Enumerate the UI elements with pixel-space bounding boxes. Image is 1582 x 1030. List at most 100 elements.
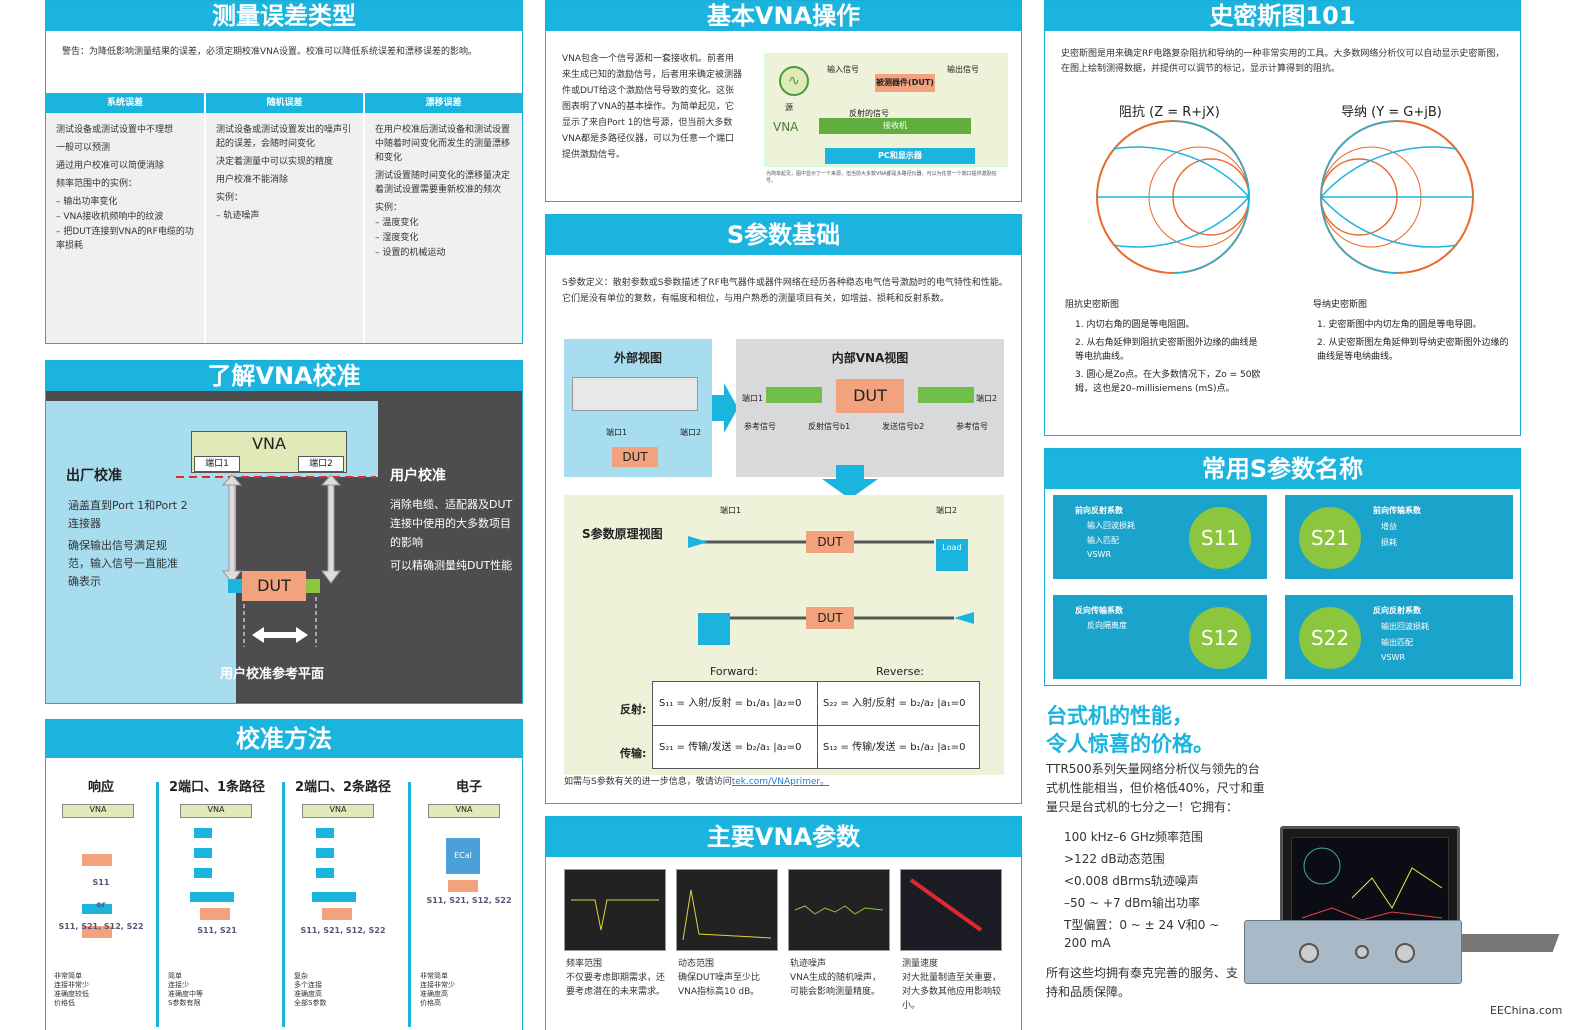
footer-text: 如需与S参数有关的进一步信息，敬请访问 xyxy=(564,777,732,787)
col-header: 随机误差 xyxy=(206,93,363,113)
smith-panel: 史密斯图101 史密斯图是用来确定RF电路复杂阻抗和导纳的一种非常实用的工具。大… xyxy=(1044,0,1521,436)
s12-box: 反向传输系数 反向隔离度 S12 xyxy=(1053,595,1267,679)
dut-block: DUT xyxy=(228,571,320,601)
diag-pc: PC和显示器 xyxy=(825,148,975,164)
list-item: 连接非常少 xyxy=(54,981,89,989)
reverse-label: Reverse: xyxy=(876,665,924,678)
cal-col-label: S11, S21 xyxy=(197,926,237,935)
cal-col-label: S11, S21, S12, S22 xyxy=(426,896,512,905)
cal-col-header: 2端口、1条路径 xyxy=(168,780,266,795)
col-header: 漂移误差 xyxy=(365,93,522,113)
int-dut: DUT xyxy=(836,379,904,413)
list-item: 准确度较低 xyxy=(54,990,89,998)
laptop-screen xyxy=(1291,837,1449,933)
s22-ball: S22 xyxy=(1299,607,1361,669)
user-title: 用户校准 xyxy=(390,468,446,484)
int-port1: 端口1 xyxy=(742,394,764,403)
list-item: 复杂 xyxy=(294,972,308,980)
dut-blue-side xyxy=(228,579,242,593)
list-item: – 温度变化 xyxy=(375,218,419,228)
formula-s21: S₂₁ = 传输/发送 = b₂/a₁ |a₂=0 xyxy=(659,742,802,753)
param-dynamic: 动态范围 确保DUT噪声至少比VNA指标高10 dB。 xyxy=(678,957,778,999)
list-item: VSWR xyxy=(1381,653,1406,662)
ad-headline-2: 令人惊喜的价格。 xyxy=(1046,732,1214,756)
load-box-left xyxy=(698,613,730,645)
basic-vna-panel: 基本VNA操作 VNA包含一个信号源和一套接收机。前者用来生成已知的激励信号，后… xyxy=(545,0,1022,202)
mini-std xyxy=(316,828,334,838)
list-item: 连接少 xyxy=(168,981,189,989)
cal-notes: 非常简单 连接非常少 准确度较低 价格低 xyxy=(54,972,89,1008)
int-left-block xyxy=(766,387,822,403)
list-item: 在用户校准后测试设备和测试设置中随着时间变化而发生的测量漂移和变化 xyxy=(375,125,511,163)
mini-dut xyxy=(82,854,112,866)
cal-methods-title: 校准方法 xyxy=(46,720,522,758)
user-list: 消除电缆、适配器及DUT连接中使用的大多数项目的影响 可以精确测量纯DUT性能 xyxy=(390,495,514,579)
ext-port1: 端口1 xyxy=(606,428,628,437)
error-col-random: 随机误差 测试设备或测试设置发出的噪声引起的误差，会随时间变化 决定着测量中可以… xyxy=(206,93,363,343)
s12-ball: S12 xyxy=(1189,607,1251,669)
table-divider xyxy=(653,725,979,726)
list-item: 输入匹配 xyxy=(1087,536,1119,545)
list-item: 反向隔离度 xyxy=(1087,621,1127,630)
box-head: 反向反射系数 xyxy=(1373,606,1421,615)
mini-vna: VNA xyxy=(180,804,252,818)
cal-notes: 复杂 多个连接 准确度高 全部S参数 xyxy=(294,972,326,1008)
device-connector xyxy=(1355,945,1369,959)
cal-col-label: S11 or S11, S21, S12, S22 xyxy=(58,878,144,931)
diag-output: 输出信号 xyxy=(947,65,979,74)
vna-diagram: ∿ 源 输入信号 被测器件(DUT) 输出信号 反射的信号 VNA 接收机 PC… xyxy=(764,53,1008,167)
list-item: 非常简单 xyxy=(54,972,82,980)
list-item: 输出匹配 xyxy=(1381,638,1413,647)
device-connector xyxy=(1395,943,1415,963)
port2-label: 端口2 xyxy=(298,456,344,472)
int-refl-b1: 反射信号b1 xyxy=(808,422,851,431)
formula-table: S₁₁ = 入射/反射 = b₁/a₁ |a₂=0 S₂₂ = 入射/反射 = … xyxy=(652,681,980,769)
mini-std xyxy=(316,868,334,878)
list-item: 3. 圆心是Zo点。在大多数情况下，Zo = 50欧姆，这也是20–millis… xyxy=(1075,370,1261,394)
list-item: 实例： xyxy=(375,203,403,213)
list-item: 决定着测量中可以实现的精度 xyxy=(216,157,334,167)
list-item: 2. 从右角延伸到阻抗史密斯图外边缘的曲线是等电抗曲线。 xyxy=(1075,338,1258,362)
param-name: 测量速度 xyxy=(902,959,939,969)
adm-chart-title: 导纳 (Y = G+jB) xyxy=(1341,105,1442,120)
pr-port2: 端口2 xyxy=(936,506,958,515)
sparam-panel: S参数基础 S参数定义：散射参数或S参数描述了RF电气器件或器件网络在经历各种稳… xyxy=(545,214,1022,804)
instrument-image xyxy=(572,377,698,411)
trans-label: 传输: xyxy=(620,747,647,760)
vna-box: VNA 端口1 端口2 xyxy=(191,431,347,473)
pr-port1: 端口1 xyxy=(720,506,742,515)
arrow-left xyxy=(221,474,243,584)
param-desc: VNA生成的随机噪声，可能会影响测量精度。 xyxy=(790,973,882,997)
divider xyxy=(156,782,159,1027)
cal-col-header: 2端口、2条路径 xyxy=(294,780,392,795)
cal-col-2p2p: 2端口、2条路径 VNA S11, S21, S12, S22 复杂 多个连接 … xyxy=(290,776,396,1007)
mini-dut xyxy=(322,908,352,920)
ext-view-title: 外部视图 xyxy=(613,351,662,365)
imp-list: 阻抗史密斯图 1. 内切右角的圆是等电阻圆。 2. 从右角延伸到阻抗史密斯图外边… xyxy=(1065,297,1265,396)
mini-vna: VNA xyxy=(428,804,500,818)
trace-noise-screenshot xyxy=(788,869,890,951)
list-item: 通过用户校准可以简便消除 xyxy=(56,161,165,171)
mini-thru xyxy=(190,892,234,902)
list-item: 准确度高 xyxy=(294,990,322,998)
list-item: – VNA接收机频响中的纹波 xyxy=(56,212,164,222)
mini-dut xyxy=(82,926,112,938)
int-trans-b2: 发送信号b2 xyxy=(882,422,925,431)
impedance-smith-chart xyxy=(1096,120,1250,274)
int-ref-sig-2: 参考信号 xyxy=(956,422,988,431)
list-item: 损耗 xyxy=(1381,538,1397,547)
list-item: 连接非常少 xyxy=(420,981,455,989)
list-item: – 设置的机械运动 xyxy=(375,248,446,258)
vna-params-panel: 主要VNA参数 频率范围 不仅要考虑即期需求，还要考虑潜在的未来需求。 动态范围… xyxy=(545,816,1022,1030)
source-icon: ∿ xyxy=(779,66,809,96)
param-name: 动态范围 xyxy=(678,959,715,969)
list-item: 非常简单 xyxy=(420,972,448,980)
list-item: 涵盖直到Port 1和Port 2连接器 xyxy=(68,499,188,530)
vnaprimer-link[interactable]: tek.com/VNAprimer。 xyxy=(731,777,830,787)
ad-intro: TTR500系列矢量网络分析仪与领先的台式机性能相当，但价格低40%，尺寸和重量… xyxy=(1046,762,1265,814)
ext-dut: DUT xyxy=(612,447,658,467)
sparam-text: S参数定义：散射参数或S参数描述了RF电气器件或器件网络在经历各种稳态电气信号激… xyxy=(562,278,1008,304)
mini-thru xyxy=(82,904,112,914)
list-item: 一般可以预测 xyxy=(56,143,111,153)
list-item: 全部S参数 xyxy=(294,999,327,1007)
